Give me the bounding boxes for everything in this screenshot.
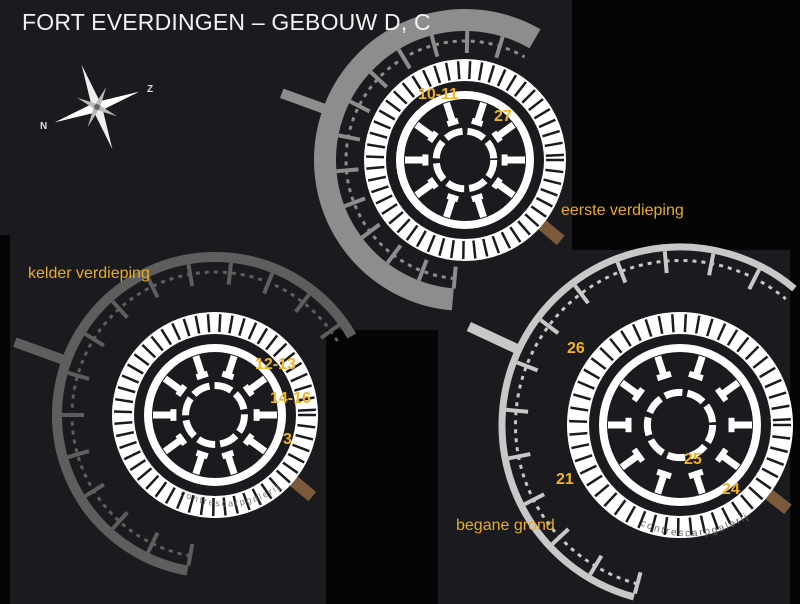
floor-plan-first	[280, 9, 566, 311]
room-number: 3	[283, 431, 292, 448]
room-number: 24	[722, 481, 740, 498]
floor-label-ground: begane grond	[456, 517, 555, 534]
room-number: 21	[556, 471, 574, 488]
room-number: 10-11	[418, 86, 459, 103]
room-number: 27	[494, 108, 512, 125]
room-number: 25	[684, 451, 702, 468]
floor-plan-ground	[466, 243, 797, 601]
black-panel-right	[790, 250, 800, 604]
room-number: 26	[567, 340, 585, 357]
room-number: 14-16	[270, 390, 311, 407]
compass-rose-icon	[54, 64, 140, 150]
floor-plan-basement	[13, 252, 357, 576]
black-panel-bottom-middle	[326, 330, 438, 604]
compass-south-label: Z	[147, 84, 154, 95]
black-panel-top-right	[572, 0, 800, 250]
floor-label-first: eerste verdieping	[561, 202, 684, 219]
compass-north-label: N	[40, 121, 48, 132]
room-number: 12-13	[255, 356, 296, 373]
page-title: FORT EVERDINGEN – GEBOUW D, C	[22, 9, 431, 35]
floor-label-basement: kelder verdieping	[28, 265, 150, 282]
black-panel-left	[0, 235, 10, 604]
